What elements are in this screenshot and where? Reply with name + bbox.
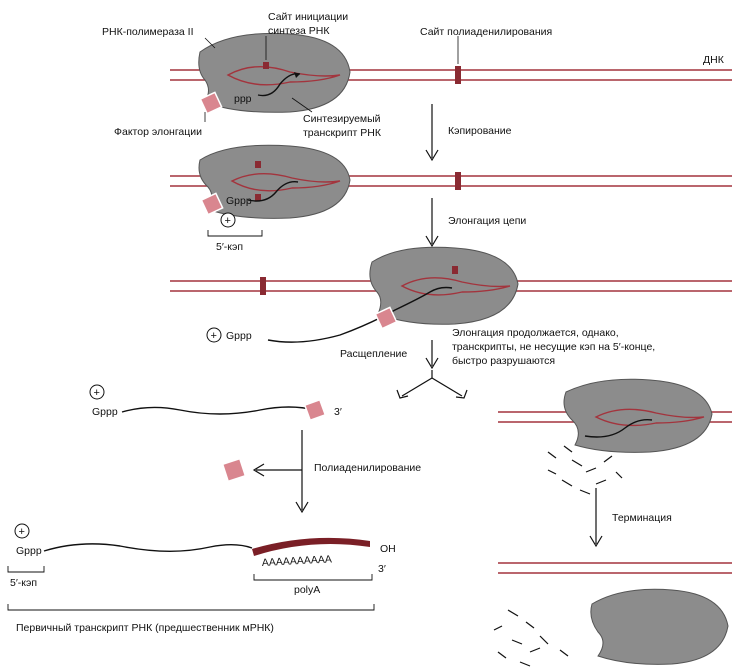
degraded-fragments-1 (548, 446, 622, 494)
initiation-site-mark-2 (255, 161, 261, 168)
cap-plus-sign-1: + (225, 215, 231, 227)
transcript-label-2: транскрипт РНК (303, 127, 382, 139)
elong-continues-label-2: транскрипты, не несущие кэп на 5′-конце, (452, 341, 655, 353)
gppp-label-4: Gppp (16, 545, 42, 557)
gppp-label-2: Gppp (226, 330, 252, 342)
cap-bracket-2 (8, 566, 44, 572)
cap-plus-sign-3: + (94, 387, 100, 399)
elongation-factor-4 (305, 400, 326, 421)
elongation-factor-label: Фактор элонгации (114, 126, 202, 138)
cap-label-1: 5′-кэп (216, 241, 243, 253)
ppp-label: ppp (234, 93, 252, 105)
polyadenylation-site-label: Сайт полиаденилирования (420, 26, 552, 38)
polyadenylation-site-mark-3 (452, 266, 458, 274)
degraded-fragments-2 (494, 610, 568, 666)
initiation-site-label-2: синтеза РНК (268, 25, 330, 37)
elong-continues-label-1: Элонгация продолжается, однако, (452, 327, 619, 339)
initiation-site-label-1: Сайт инициации (268, 11, 348, 23)
rna-polymerase-1 (199, 33, 350, 112)
polyA-sequence: AAAAAAAAAA (262, 553, 333, 569)
cap-plus-sign-4: + (19, 526, 25, 538)
polyadenylation-label: Полиаденилирование (314, 462, 421, 474)
cleaved-transcript (122, 407, 315, 414)
cap-bracket-1 (208, 230, 262, 236)
chain-elongation-label: Элонгация цепи (448, 215, 526, 227)
termination-label: Терминация (612, 512, 672, 524)
initiation-site-mark-2b (255, 194, 261, 201)
primary-transcript-bracket (8, 604, 374, 610)
initiation-site-mark-1 (263, 62, 269, 69)
released-polymerase (591, 589, 728, 664)
oh-label: OH (380, 543, 396, 555)
three-prime-label-2: 3′ (378, 563, 386, 575)
mature-transcript (44, 544, 252, 551)
three-prime-label-1: 3′ (334, 406, 342, 418)
capping-label: Кэпирование (448, 125, 512, 137)
polyA-label: polyA (294, 584, 320, 596)
cap-plus-sign-2: + (211, 330, 217, 342)
polyA-bracket (254, 574, 372, 580)
transcript-label-1: Синтезируемый (303, 113, 381, 125)
gppp-label-3: Gppp (92, 406, 118, 418)
polyadenylation-site-mark-1 (455, 66, 461, 84)
cap-label-2: 5′-кэп (10, 577, 37, 589)
branch-fork (397, 370, 467, 398)
polymerase-label: РНК-полимераза II (102, 26, 194, 38)
polyadenylation-site-mark-2 (455, 172, 461, 190)
polyA-band (252, 538, 370, 556)
gppp-label-1: Gppp (226, 195, 252, 207)
cleavage-label: Расщепление (340, 348, 407, 360)
primary-transcript-label: Первичный транскрипт РНК (предшественник… (16, 622, 274, 634)
initiation-site-mark-3 (260, 277, 266, 295)
released-elongation-factor (223, 459, 246, 482)
dna-strand-5 (498, 563, 732, 573)
elong-continues-label-3: быстро разрушаются (452, 355, 555, 367)
rna-polymerase-4 (564, 379, 712, 452)
dna-label: ДНК (703, 54, 725, 66)
